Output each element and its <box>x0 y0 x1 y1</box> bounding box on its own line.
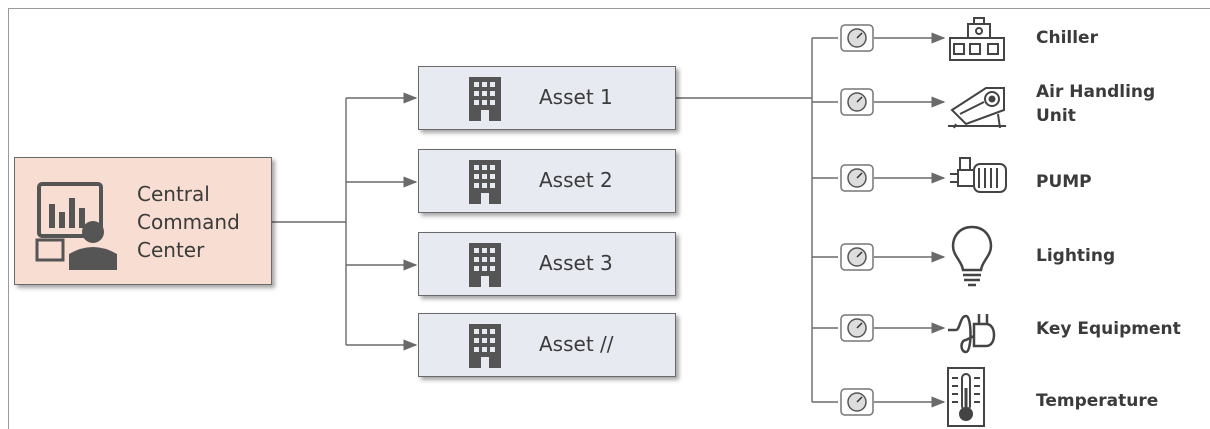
meter-gauge-icon <box>840 314 874 342</box>
meter-gauge-icon <box>840 164 874 192</box>
thermometer-icon <box>947 367 985 427</box>
equipment-label: Temperature <box>1036 391 1159 411</box>
meter-gauge-icon <box>840 24 874 52</box>
pump-icon <box>950 157 1007 193</box>
building-icon <box>469 324 501 368</box>
equipment-label: Key Equipment <box>1036 319 1181 339</box>
central-command-center-label: Central Command Center <box>137 182 240 262</box>
building-icon <box>469 160 501 204</box>
chiller-icon <box>949 17 1005 61</box>
plug-icon <box>948 314 996 354</box>
asset-label: Asset 3 <box>539 251 613 275</box>
air-handling-unit-icon <box>948 87 1006 129</box>
lightbulb-icon <box>951 225 993 287</box>
equipment-label: Chiller <box>1036 28 1098 48</box>
equipment-label: PUMP <box>1036 172 1092 192</box>
asset-label: Asset // <box>539 332 614 356</box>
central-command-center-box: Central Command Center <box>14 157 272 285</box>
asset-label: Asset 1 <box>539 85 613 109</box>
diagram-frame <box>8 8 1210 429</box>
meter-gauge-icon <box>840 388 874 416</box>
equipment-label: Air Handling Unit <box>1036 82 1156 126</box>
building-icon <box>469 77 501 121</box>
asset-box: Asset 1 <box>418 66 676 130</box>
asset-box: Asset // <box>418 313 676 377</box>
meter-gauge-icon <box>840 88 874 116</box>
building-icon <box>469 243 501 287</box>
asset-box: Asset 3 <box>418 232 676 296</box>
asset-box: Asset 2 <box>418 149 676 213</box>
equipment-label: Lighting <box>1036 246 1116 266</box>
dashboard-user-icon <box>35 182 117 270</box>
asset-label: Asset 2 <box>539 168 613 192</box>
meter-gauge-icon <box>840 243 874 271</box>
